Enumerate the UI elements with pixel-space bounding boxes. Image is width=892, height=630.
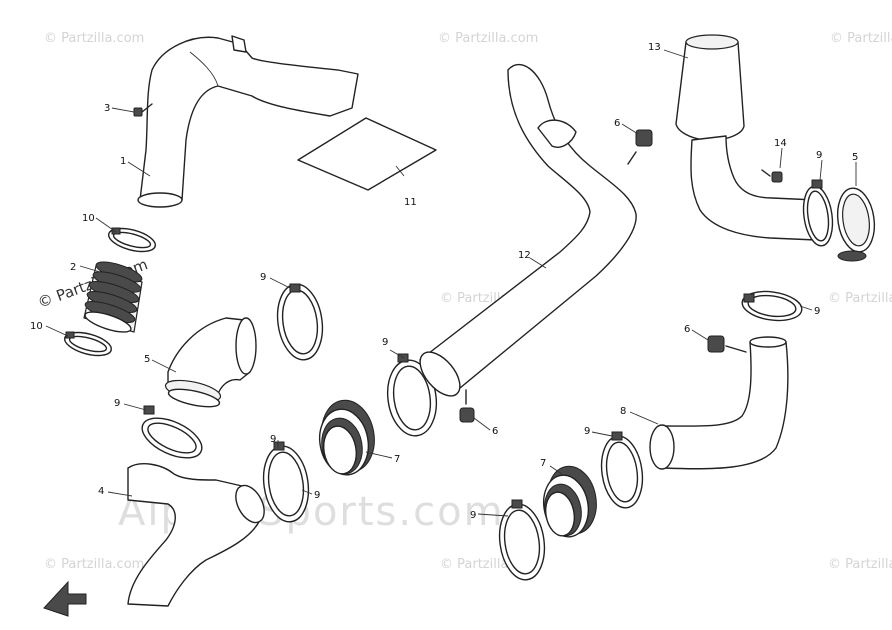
- callout-8: 8: [620, 406, 626, 417]
- leader-lines: [45, 49, 857, 517]
- front-direction-arrow-icon: [43, 580, 87, 617]
- callout-9: 9: [814, 306, 820, 317]
- part-2-bellows-boot: [83, 261, 143, 333]
- partzilla-watermark: © Partzilla.com: [830, 31, 892, 46]
- callout-5: 5: [144, 354, 150, 365]
- partzilla-watermark: © Partzilla.com: [44, 31, 144, 46]
- callout-10: 10: [82, 213, 95, 224]
- callout-5: 5: [852, 152, 858, 163]
- part-9-clamp: [741, 290, 803, 322]
- callout-labels: 3 1 10 2 10 5 9 4 9 9 9 9 7 11 12 6 6 13…: [30, 42, 858, 521]
- part-10-clamp-lower: [63, 331, 113, 357]
- part-7-coupler-right: [542, 465, 597, 538]
- part-6-nut-top: [627, 129, 653, 165]
- part-9-clamp: [262, 441, 310, 523]
- callout-9: 9: [270, 434, 276, 445]
- callout-10: 10: [30, 321, 43, 332]
- part-9-clamp: [276, 283, 324, 361]
- part-9-clamp: [141, 405, 203, 459]
- partzilla-watermark: © Partzilla.com: [44, 557, 144, 572]
- partzilla-watermark: © Partzilla.com: [828, 291, 892, 306]
- callout-2: 2: [70, 262, 76, 273]
- callout-7: 7: [394, 454, 400, 465]
- part-9-clamp: [802, 179, 834, 247]
- part-5-connector-right: [836, 187, 876, 262]
- part-13-outlet-tube: [690, 135, 817, 241]
- part-12-long-tube: [419, 63, 637, 397]
- callout-14: 14: [774, 138, 787, 149]
- callout-4: 4: [98, 486, 104, 497]
- part-8-elbow-tube: [649, 336, 789, 470]
- part-6-nut-right: [707, 335, 747, 353]
- callout-9: 9: [314, 490, 320, 501]
- callout-11: 11: [404, 197, 417, 208]
- part-10-clamp-upper: [107, 227, 157, 253]
- part-1-intake-tube: [137, 35, 359, 208]
- callout-6: 6: [492, 426, 498, 437]
- part-11-filter-sheet: [297, 117, 437, 191]
- callout-9: 9: [816, 150, 822, 161]
- callout-9: 9: [382, 337, 388, 348]
- partzilla-watermark: © Partzilla.com: [438, 31, 538, 46]
- part-4-lower-duct: [127, 463, 265, 607]
- part-14-sensor: [761, 169, 783, 183]
- callout-1: 1: [120, 156, 126, 167]
- callout-3: 3: [104, 103, 110, 114]
- callout-9: 9: [114, 398, 120, 409]
- part-9-clamp: [386, 353, 438, 437]
- callout-9: 9: [260, 272, 266, 283]
- callout-9: 9: [584, 426, 590, 437]
- part-9-clamp: [600, 431, 644, 509]
- callout-12: 12: [518, 250, 531, 261]
- callout-13: 13: [648, 42, 661, 53]
- callout-6: 6: [684, 324, 690, 335]
- part-5-elbow-left: [164, 317, 257, 408]
- callout-7: 7: [540, 458, 546, 469]
- part-7-coupler-left: [318, 399, 375, 476]
- partzilla-watermark: © Partzilla.com: [828, 557, 892, 572]
- callout-6: 6: [614, 118, 620, 129]
- part-13-air-filter: [675, 34, 745, 142]
- part-6-nut-center: [459, 389, 475, 423]
- callout-9: 9: [470, 510, 476, 521]
- part-9-clamp: [498, 499, 546, 581]
